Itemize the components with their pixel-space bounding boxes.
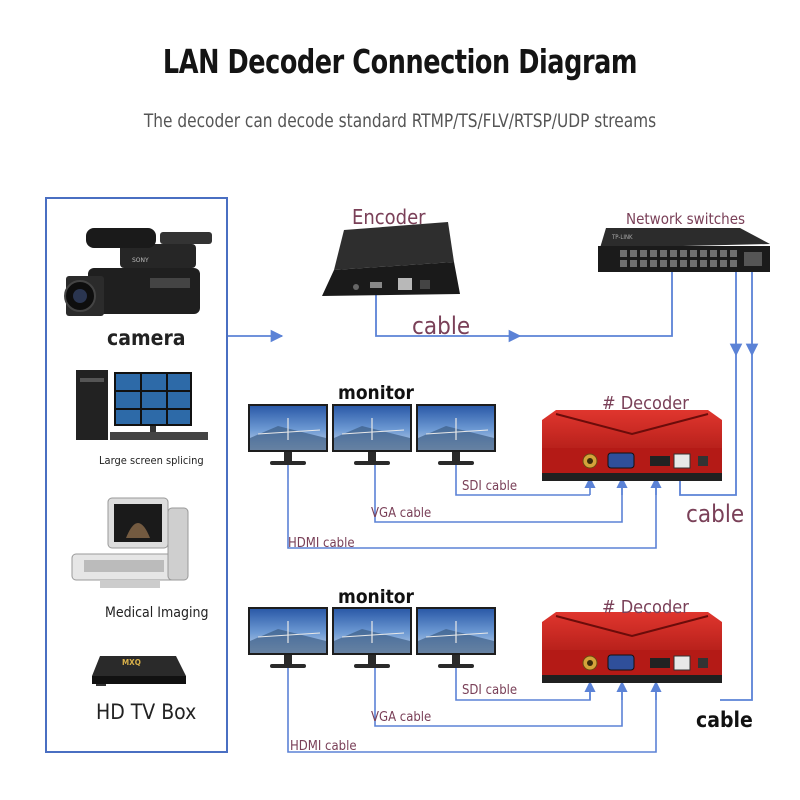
decoder-device-2 [541, 611, 723, 684]
monitor-4 [247, 606, 329, 669]
page-subtitle: The decoder can decode standard RTMP/TS/… [143, 110, 657, 132]
cable-label-top: cable [412, 312, 471, 340]
vga-cable-label-1: VGA cable [371, 506, 432, 521]
monitor-group-1-label: monitor [338, 382, 414, 404]
page-title: LAN Decoder Connection Diagram [162, 42, 638, 81]
source-label-large-screen: Large screen splicing [99, 454, 204, 467]
decoder-2-label: # Decoder [602, 597, 689, 618]
encoder-label: Encoder [352, 205, 426, 229]
switch-brand: TP-LINK [612, 234, 633, 241]
hdmi-cable-label-1: HDMI cable [288, 536, 355, 551]
encoder-device [322, 222, 460, 296]
ultrasound-icon [71, 497, 189, 588]
source-panel [45, 197, 228, 753]
monitor-2 [331, 403, 413, 466]
cable-label-bottom: cable [696, 708, 753, 732]
svg-text:SONY: SONY [132, 257, 149, 264]
source-label-tv-box: HD TV Box [96, 700, 197, 724]
monitor-6 [415, 606, 497, 669]
hdmi-cable-label-2: HDMI cable [290, 739, 357, 754]
video-wall-icon [76, 370, 208, 440]
decoder-device-1 [541, 409, 723, 482]
vga-cable-label-2: VGA cable [371, 710, 432, 725]
monitor-group-2-label: monitor [338, 586, 414, 608]
network-switch-device [598, 228, 770, 272]
monitor-5 [331, 606, 413, 669]
cable-label-mid: cable [686, 500, 745, 528]
sdi-cable-label-1: SDI cable [462, 479, 518, 494]
source-label-medical: Medical Imaging [105, 605, 209, 621]
tv-box-icon [92, 656, 186, 686]
tv-box-logo: MXQ [122, 658, 141, 667]
monitor-1 [247, 403, 329, 466]
camera-icon: SONY [64, 228, 212, 316]
switch-label: Network switches [626, 210, 746, 228]
monitor-3 [415, 403, 497, 466]
sdi-cable-label-2: SDI cable [462, 683, 518, 698]
decoder-1-label: # Decoder [602, 393, 689, 414]
source-label-camera: camera [107, 326, 186, 350]
